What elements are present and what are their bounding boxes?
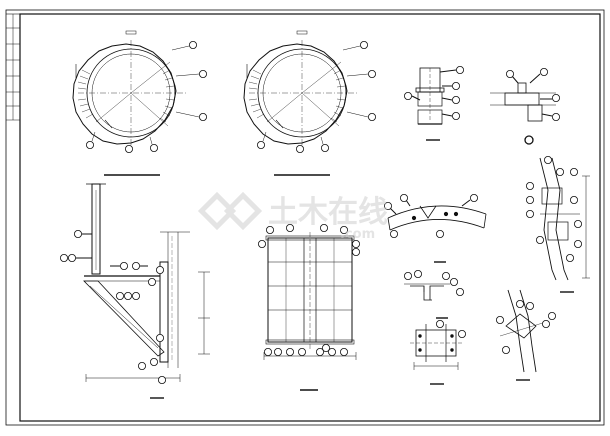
sheet-border — [5, 9, 605, 426]
ring-plan-1-callouts — [85, 40, 208, 154]
elevation-panel — [257, 223, 361, 391]
watermark-logo-icon — [197, 191, 263, 231]
detail-beam-joint — [490, 67, 561, 145]
watermark: 土木在线 .com — [197, 191, 388, 242]
ring-plan-2-callouts — [256, 40, 377, 154]
detail-arched-beam — [383, 193, 487, 263]
detail-column-top — [403, 65, 465, 141]
detail-purlin-clip — [403, 269, 465, 319]
ring-plan-2 — [243, 30, 357, 176]
watermark-cn-text: 土木在线 — [268, 195, 388, 230]
detail-rafter-splice — [525, 155, 590, 293]
detail-base-plate — [410, 319, 467, 385]
elevation-bracket — [59, 183, 210, 399]
ring-plan-1 — [72, 30, 186, 176]
watermark-domain-text: .com — [340, 227, 375, 242]
detail-inclined-splice — [495, 289, 557, 381]
